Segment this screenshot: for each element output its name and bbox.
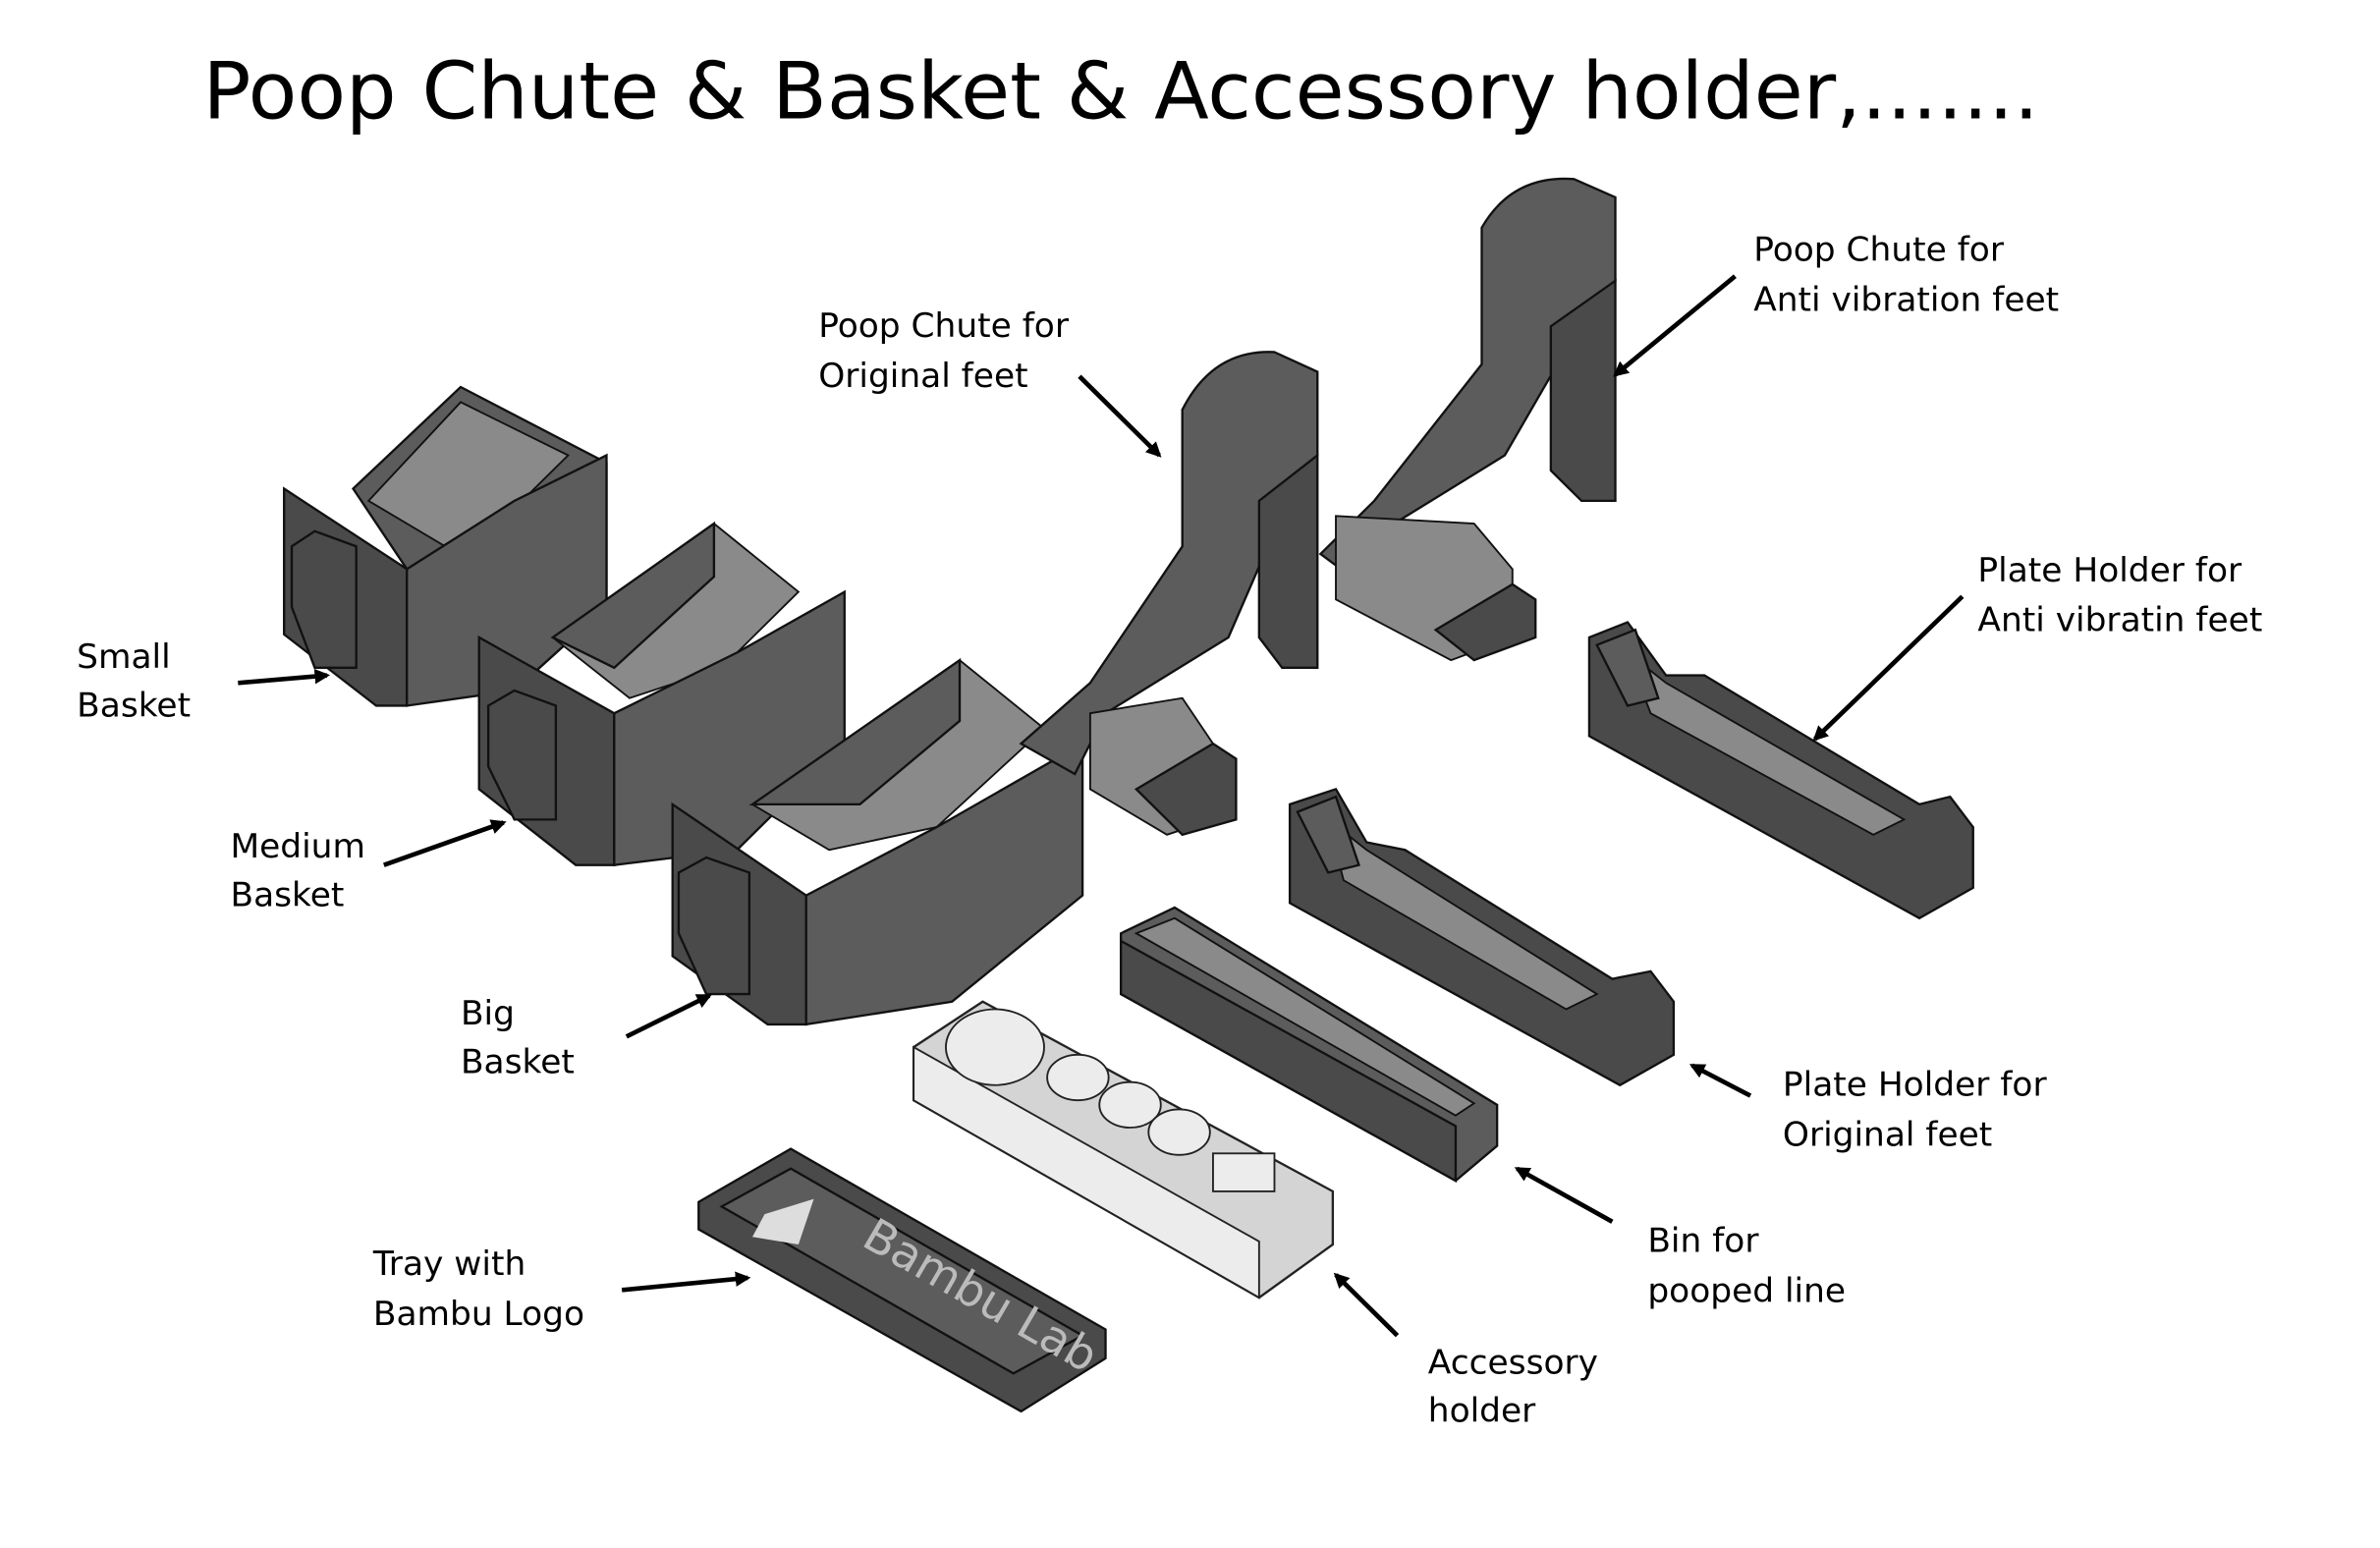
svg-text:Original feet: Original feet — [1783, 1116, 1992, 1155]
small-basket — [283, 385, 608, 707]
poop-chute-anti-vibration-feet — [1318, 177, 1617, 662]
svg-text:Poop Chute for: Poop Chute for — [1753, 231, 2005, 270]
label-bin: Bin for pooped line — [1647, 1222, 1846, 1311]
svg-text:Bin for: Bin for — [1647, 1222, 1759, 1261]
arrow-tray — [621, 1271, 751, 1293]
svg-text:Basket: Basket — [461, 1043, 575, 1082]
svg-text:Basket: Basket — [77, 686, 191, 725]
poop-chute-original-feet — [1019, 351, 1319, 837]
svg-text:holder: holder — [1428, 1392, 1536, 1431]
big-basket — [671, 657, 1084, 1026]
svg-text:Poop Chute for: Poop Chute for — [818, 306, 1070, 346]
svg-text:Plate Holder for: Plate Holder for — [1977, 551, 2242, 590]
arrow-chute-original — [1078, 374, 1162, 458]
diagram-title: Poop Chute & Basket & Accessory holder,.… — [203, 46, 2039, 138]
svg-text:Medium: Medium — [230, 827, 364, 866]
label-plate-original: Plate Holder for Original feet — [1783, 1066, 2048, 1155]
plate-holder-original-feet — [1288, 788, 1676, 1087]
arrow-chute-anti — [1613, 274, 1737, 377]
label-medium-basket: Medium Basket — [230, 827, 364, 914]
svg-text:pooped line: pooped line — [1647, 1272, 1846, 1311]
svg-text:Tray with: Tray with — [372, 1244, 526, 1284]
label-accessory: Accessory holder — [1428, 1343, 1598, 1430]
tray-with-bambu-logo: Bambu Lab — [697, 1147, 1107, 1413]
svg-text:Anti vibration feet: Anti vibration feet — [1753, 281, 2059, 320]
svg-text:Small: Small — [77, 637, 171, 677]
svg-text:Big: Big — [461, 994, 515, 1033]
accessory-holder — [912, 1000, 1335, 1299]
label-big-basket: Big Basket — [461, 994, 575, 1081]
label-small-basket: Small Basket — [77, 637, 191, 725]
svg-text:Original feet: Original feet — [818, 357, 1027, 396]
label-chute-original: Poop Chute for Original feet — [818, 306, 1070, 396]
arrow-plate-original — [1688, 1063, 1752, 1098]
label-plate-anti: Plate Holder for Anti vibratin feet — [1977, 551, 2262, 640]
arrow-medium-basket — [383, 819, 507, 867]
arrow-bin — [1514, 1166, 1614, 1224]
arrow-plate-anti — [1812, 594, 1965, 742]
svg-text:Bambu Logo: Bambu Logo — [373, 1295, 584, 1334]
label-chute-anti: Poop Chute for Anti vibration feet — [1753, 231, 2059, 320]
plate-holder-anti-vibration-feet — [1587, 621, 1974, 920]
bambu-logo-icon — [751, 1198, 814, 1244]
label-tray: Tray with Bambu Logo — [372, 1244, 584, 1334]
svg-text:Accessory: Accessory — [1428, 1343, 1598, 1382]
bin-for-pooped-line — [1119, 906, 1499, 1184]
callout-arrows — [238, 274, 1965, 1338]
arrow-accessory — [1333, 1272, 1400, 1338]
arrow-big-basket — [625, 993, 713, 1039]
svg-text:Plate Holder for: Plate Holder for — [1783, 1066, 2048, 1105]
arrow-small-basket — [238, 668, 331, 686]
svg-text:Anti vibratin feet: Anti vibratin feet — [1977, 601, 2262, 640]
svg-text:Basket: Basket — [230, 876, 344, 915]
